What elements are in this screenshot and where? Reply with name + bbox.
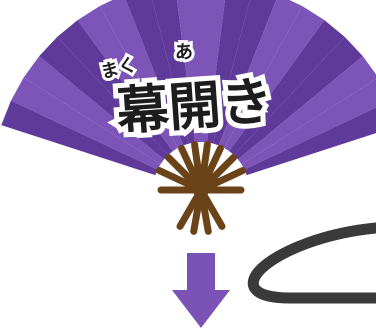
fan-ribs: [155, 140, 247, 235]
fan-panel: [176, 0, 201, 143]
fan-panel: [99, 0, 184, 148]
fan-panel: [233, 36, 363, 160]
fan-pivot: [193, 182, 209, 198]
fan-panel: [224, 5, 325, 152]
fan-panel: [152, 0, 195, 144]
folding-fan-icon: [1, 0, 376, 176]
fan-panel: [244, 107, 376, 176]
fan-panel: [237, 56, 376, 165]
fan-panel: [218, 0, 303, 148]
fan-panel: [212, 0, 277, 146]
fan-panel: [229, 20, 345, 156]
fan-panel: [77, 5, 178, 152]
fan-panel: [1, 100, 158, 176]
curve-line: [247, 222, 376, 304]
fan-panel: [125, 0, 190, 146]
fan-panel: [201, 0, 226, 143]
ruby-a: あ: [175, 42, 193, 63]
fan-panel: [23, 56, 165, 165]
page-title: 幕開き: [114, 72, 275, 143]
arrow-down-icon: [172, 253, 230, 328]
fan-panel: [10, 77, 161, 170]
fan-panel: [207, 0, 250, 144]
fan-panel: [39, 36, 169, 160]
fan-panel: [241, 78, 376, 170]
fan-panel: [57, 20, 173, 156]
